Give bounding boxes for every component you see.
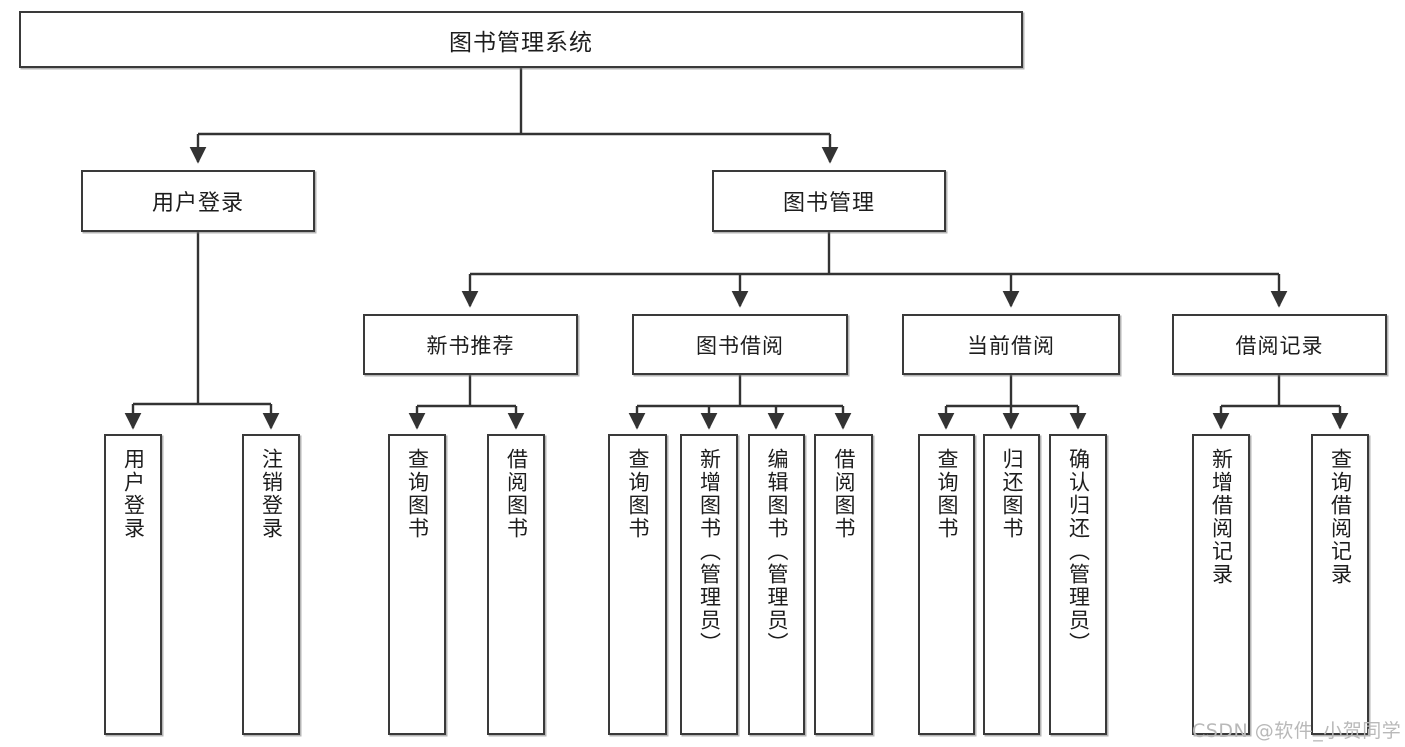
leaf-borrow-book-recommend[interactable]: 借阅图书	[487, 434, 545, 735]
leaf-label: 查询借阅记录	[1328, 448, 1353, 586]
leaf-confirm-return-admin[interactable]: 确认归还（管理员）	[1049, 434, 1107, 735]
leaf-query-book-current[interactable]: 查询图书	[918, 434, 975, 735]
node-new-book-recommend-label: 新书推荐	[426, 333, 515, 358]
leaf-user-logout[interactable]: 注销登录	[242, 434, 300, 735]
leaf-add-book-admin[interactable]: 新增图书（管理员）	[680, 434, 738, 735]
node-user-login[interactable]: 用户登录	[81, 170, 315, 232]
leaf-borrow-book[interactable]: 借阅图书	[814, 434, 873, 735]
node-current-borrow-label: 当前借阅	[967, 333, 1055, 358]
leaf-label: 借阅图书	[832, 448, 856, 540]
leaf-query-book-recommend[interactable]: 查询图书	[388, 434, 446, 735]
node-book-management-label: 图书管理	[782, 191, 875, 216]
node-borrow-record-label: 借阅记录	[1235, 333, 1324, 358]
node-borrow-record[interactable]: 借阅记录	[1172, 314, 1387, 375]
leaf-label: 查询图书	[626, 448, 650, 540]
leaf-label: 用户登录	[121, 448, 146, 540]
leaf-label: 借阅图书	[504, 448, 529, 540]
leaf-label: 注销登录	[259, 448, 284, 540]
node-new-book-recommend[interactable]: 新书推荐	[363, 314, 578, 375]
leaf-return-book[interactable]: 归还图书	[983, 434, 1040, 735]
node-root[interactable]: 图书管理系统	[19, 11, 1023, 68]
leaf-add-borrow-record[interactable]: 新增借阅记录	[1192, 434, 1250, 735]
node-root-label: 图书管理系统	[449, 29, 593, 56]
node-current-borrow[interactable]: 当前借阅	[902, 314, 1120, 375]
leaf-edit-book-admin[interactable]: 编辑图书（管理员）	[748, 434, 805, 735]
leaf-query-book-borrow[interactable]: 查询图书	[608, 434, 667, 735]
leaf-label: 确认归还（管理员）	[1066, 448, 1091, 655]
leaf-label: 编辑图书（管理员）	[765, 448, 789, 655]
leaf-label: 新增图书（管理员）	[697, 448, 722, 655]
node-book-borrow[interactable]: 图书借阅	[632, 314, 848, 375]
leaf-user-login[interactable]: 用户登录	[104, 434, 162, 735]
leaf-label: 新增借阅记录	[1209, 448, 1234, 586]
node-user-login-label: 用户登录	[151, 191, 244, 216]
watermark: CSDN @软件_小贺同学	[1192, 720, 1402, 742]
leaf-label: 归还图书	[1000, 448, 1024, 540]
leaf-query-borrow-record[interactable]: 查询借阅记录	[1311, 434, 1369, 735]
node-book-borrow-label: 图书借阅	[696, 333, 784, 358]
node-book-management[interactable]: 图书管理	[712, 170, 946, 232]
leaf-label: 查询图书	[935, 448, 959, 540]
leaf-label: 查询图书	[405, 448, 430, 540]
